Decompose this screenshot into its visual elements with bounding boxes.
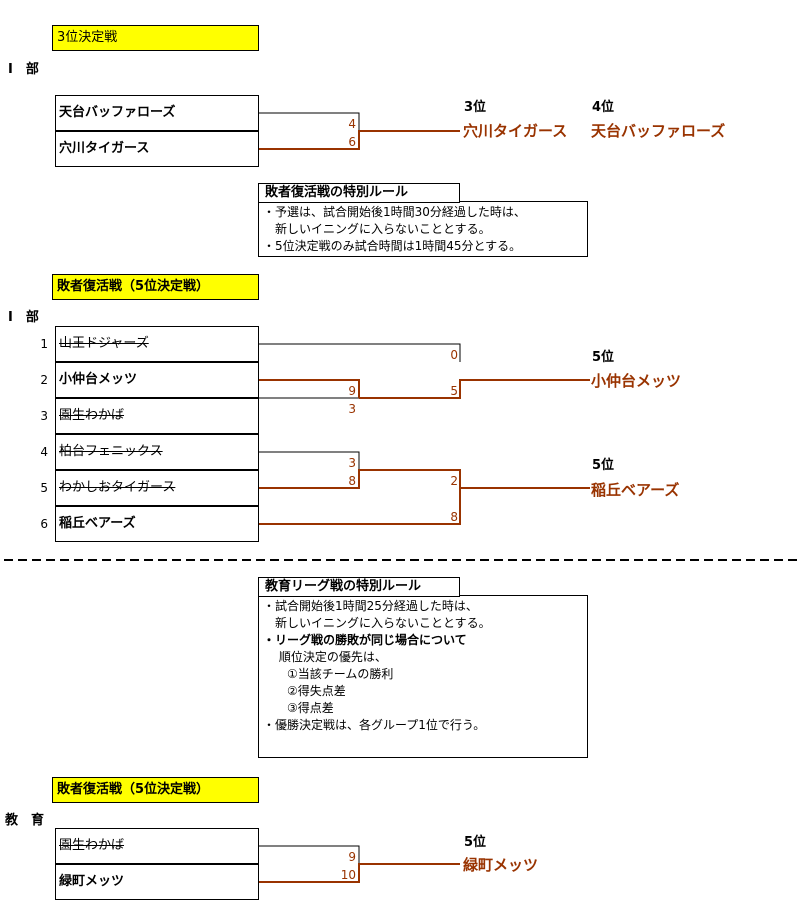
section2-result-name-2: 稲丘ベアーズ: [591, 481, 680, 499]
rule2-line-1: ・試合開始後1時間25分経過した時は、: [263, 599, 478, 613]
section2-seed-6: 6: [40, 517, 48, 531]
rule2-line-5: ①当該チームの勝利: [263, 667, 394, 681]
rule2-line-3: ・リーグ戦の勝敗が同じ場合について: [263, 633, 467, 647]
section2-seed-5: 5: [40, 481, 48, 495]
rule2-line-4: 順位決定の優先は、: [263, 650, 387, 664]
section1-result-name-4th: 天台バッファローズ: [591, 122, 726, 140]
section2-division: Ⅰ 部: [8, 310, 39, 325]
section1-result-label-4th: 4位: [592, 100, 615, 115]
section1-team-2: 穴川タイガース: [55, 131, 259, 167]
section2-team-1: 山王ドジャーズ: [55, 326, 259, 362]
bracket-line-s1-winner: [259, 130, 460, 150]
section2-score-g1-top: 9: [348, 384, 356, 398]
section1-team-1: 天台バッファローズ: [55, 95, 259, 131]
rule1-line-2: 新しいイニングに入らないこととする。: [263, 222, 491, 236]
section1-result-name-3rd: 穴川タイガース: [463, 122, 568, 140]
section2-score-g4-top: 2: [450, 474, 458, 488]
rule2-line-6: ②得失点差: [263, 684, 346, 698]
section2-title: 敗者復活戦（5位決定戦）: [52, 274, 259, 300]
section2-score-g1-bottom: 3: [348, 402, 356, 416]
section3-team-1: 園生わかば: [55, 828, 259, 864]
section2-team-5: わかしおタイガース: [55, 470, 259, 506]
bracket-line-s3-winner: [259, 863, 460, 883]
section2-score-g3-bottom: 8: [348, 474, 356, 488]
section2-score-g2-top: 0: [450, 348, 458, 362]
section2-score-g2-bottom: 5: [450, 384, 458, 398]
rule2-line-2: 新しいイニングに入らないこととする。: [263, 616, 491, 630]
section3-result-name: 緑町メッツ: [463, 856, 539, 874]
section2-seed-2: 2: [40, 373, 48, 387]
rule2-title: 教育リーグ戦の特別ルール: [258, 577, 460, 597]
rule1-line-1: ・予選は、試合開始後1時間30分経過した時は、: [263, 205, 526, 219]
bracket-line-s3-top: [259, 845, 360, 864]
section2-team-4: 柏台フェニックス: [55, 434, 259, 470]
section2-result-name-1: 小仲台メッツ: [591, 372, 682, 390]
bracket-line-g2-winner: [359, 379, 590, 399]
bracket-line-s1-top: [259, 112, 360, 131]
rule1-title: 敗者復活戦の特別ルール: [258, 183, 460, 203]
section2-team-2: 小仲台メッツ: [55, 362, 259, 398]
section2-result-label-1: 5位: [592, 350, 615, 365]
section2-team-3: 園生わかば: [55, 398, 259, 434]
section2-result-label-2: 5位: [592, 458, 615, 473]
bracket-line-g3-winner: [259, 469, 461, 489]
rule2-line-7: ③得点差: [263, 701, 334, 715]
bracket-line-g4-winner: [259, 487, 590, 525]
section1-score-1: 4: [348, 117, 356, 131]
section3-score-2: 10: [340, 868, 356, 882]
section2-team-6: 稲丘ベアーズ: [55, 506, 259, 542]
section2-seed-1: 1: [40, 337, 48, 351]
section2-score-g3-top: 3: [348, 456, 356, 470]
section3-score-1: 9: [348, 850, 356, 864]
section3-team-2: 緑町メッツ: [55, 864, 259, 900]
section1-title: 3位決定戦: [52, 25, 259, 51]
rule2-line-8: ・優勝決定戦は、各グループ1位で行う。: [263, 718, 486, 732]
bracket-line-g1-winner: [259, 379, 360, 398]
rule2-box: ・試合開始後1時間25分経過した時は、 新しいイニングに入らないこととする。 ・…: [258, 595, 588, 758]
section2-seed-3: 3: [40, 409, 48, 423]
section1-division: Ⅰ 部: [8, 62, 39, 77]
section1-result-label-3rd: 3位: [464, 100, 487, 115]
rule1-box: ・予選は、試合開始後1時間30分経過した時は、 新しいイニングに入らないこととす…: [258, 201, 588, 257]
section2-score-g4-bottom: 8: [450, 510, 458, 524]
bracket-line-g3-top: [259, 451, 360, 470]
section3-division: 教 育: [5, 813, 45, 828]
section3-result-label: 5位: [464, 835, 487, 850]
bracket-line-g2-top: [259, 343, 461, 362]
section2-seed-4: 4: [40, 445, 48, 459]
rule1-line-3: ・5位決定戦のみ試合時間は1時間45分とする。: [263, 239, 522, 253]
section1-score-2: 6: [348, 135, 356, 149]
section3-title: 敗者復活戦（5位決定戦）: [52, 777, 259, 803]
